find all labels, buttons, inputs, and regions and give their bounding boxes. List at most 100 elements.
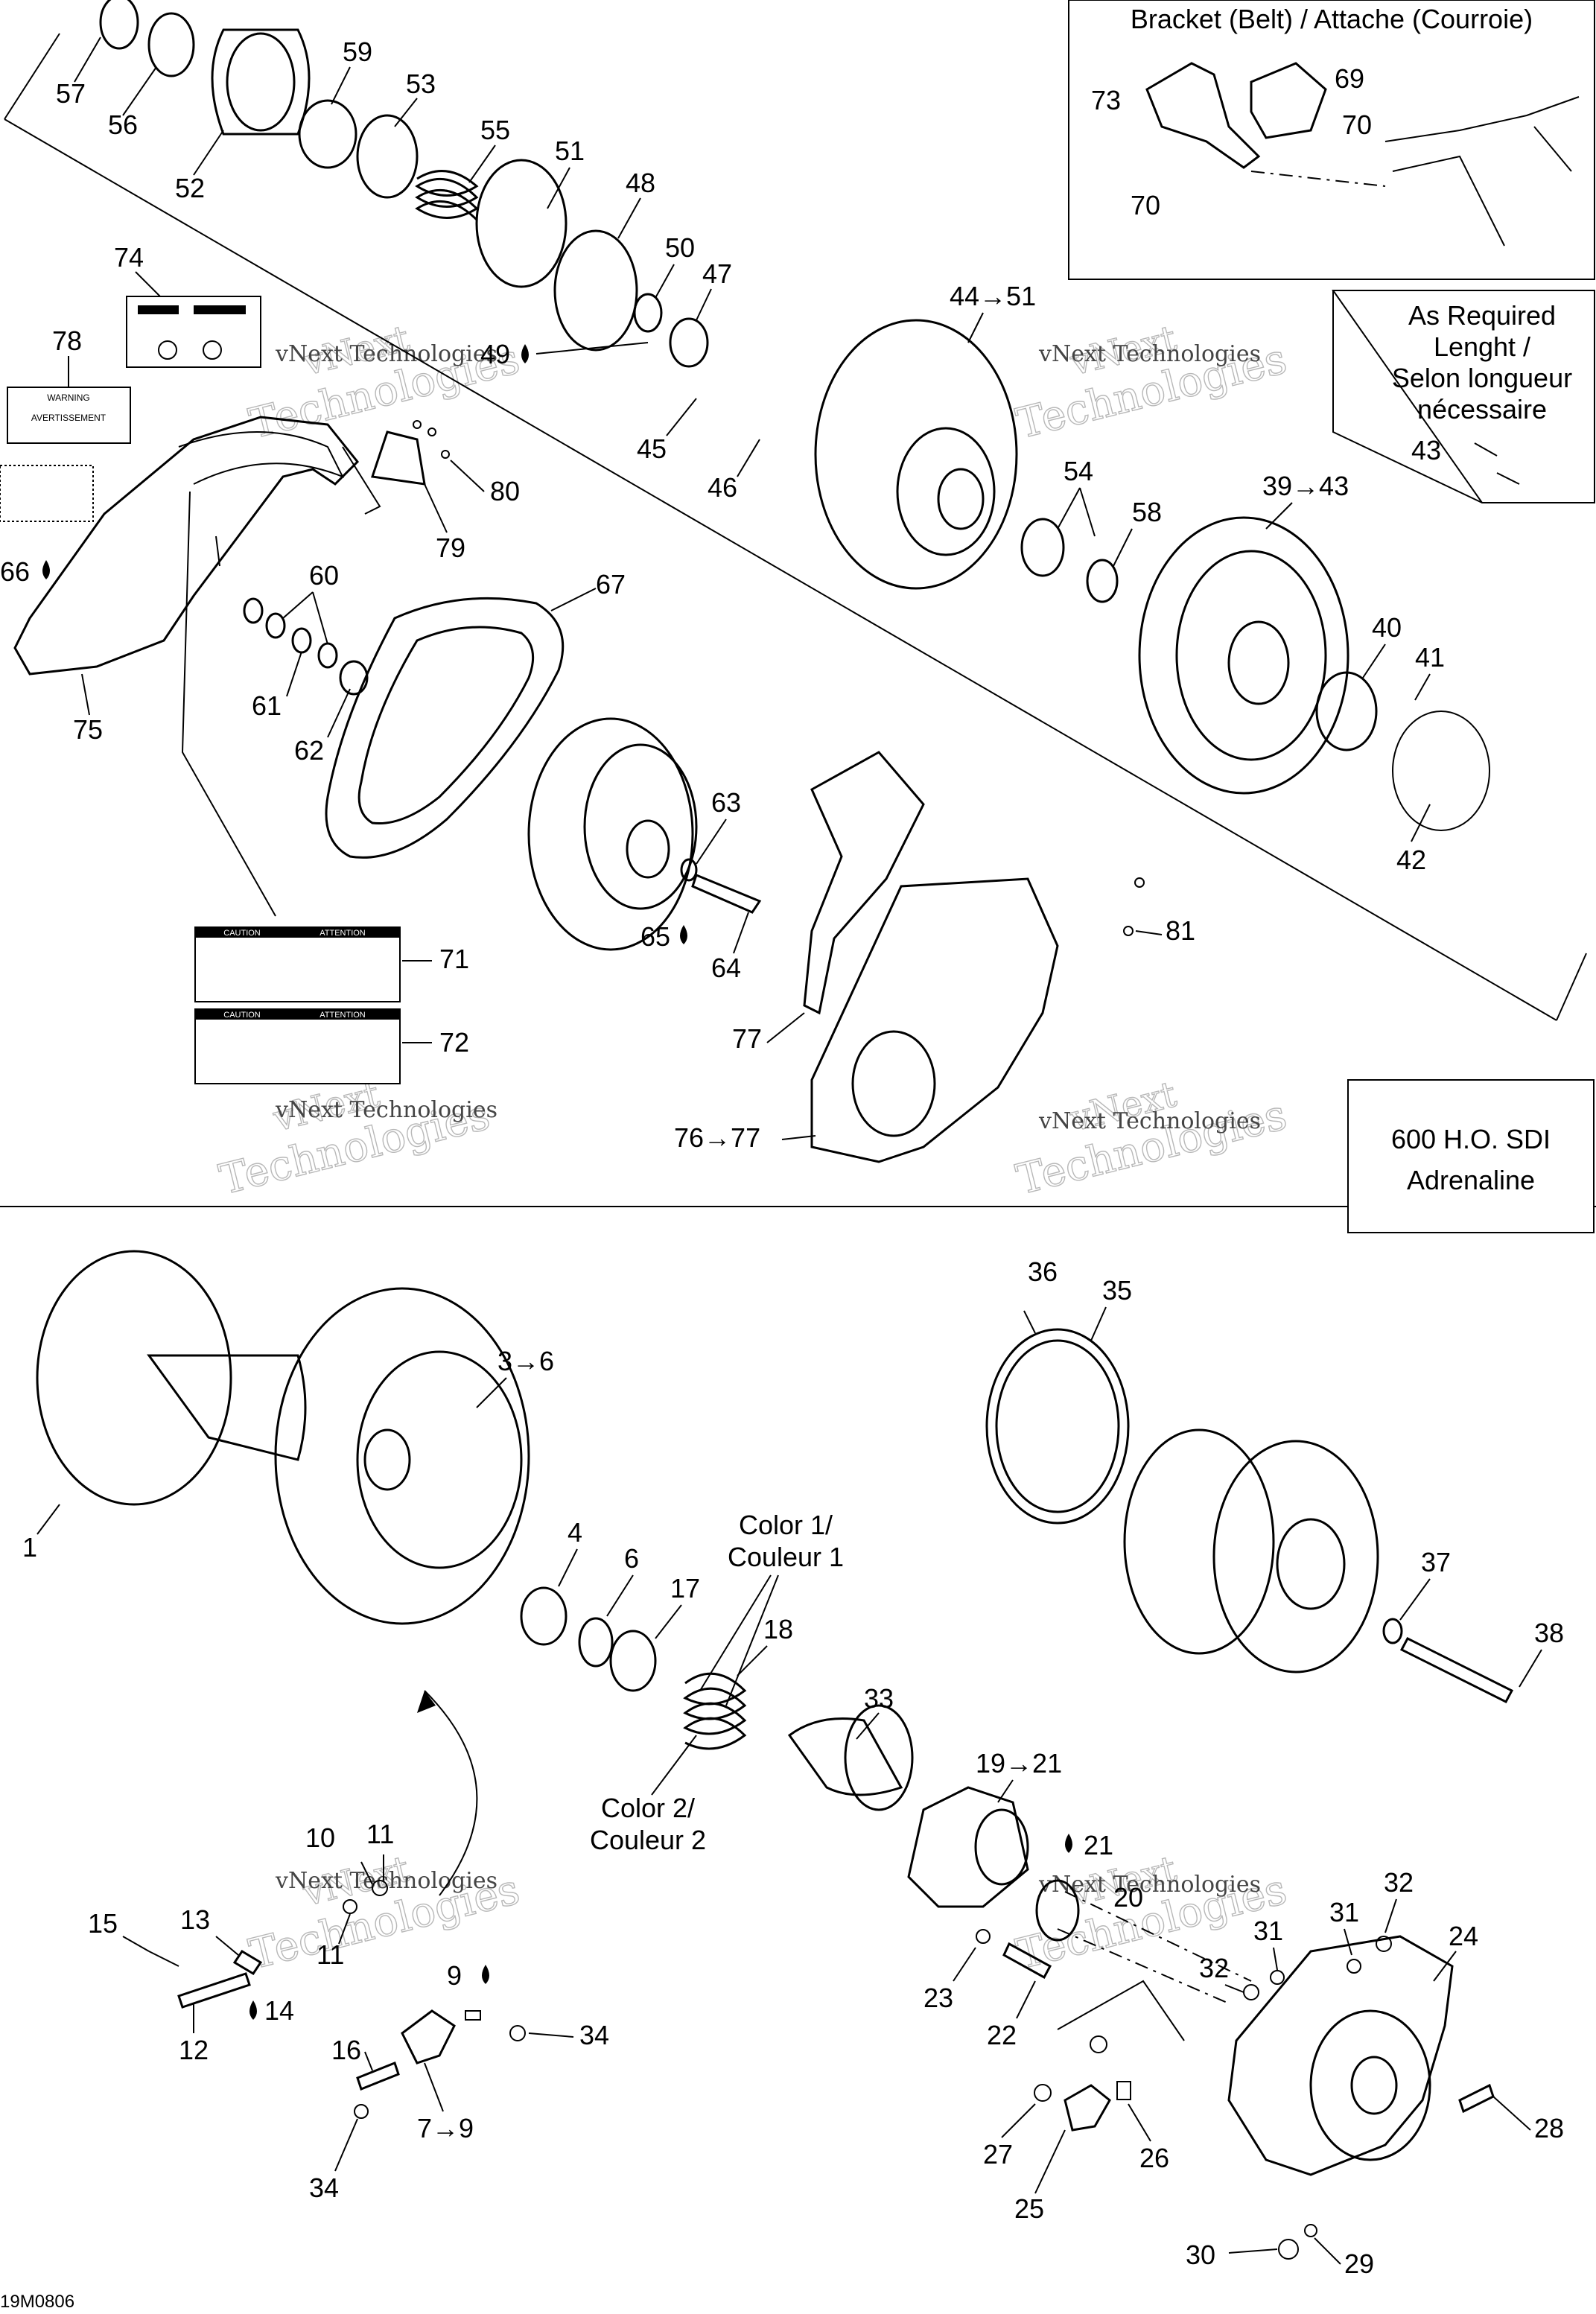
label-32-top: 32 bbox=[1384, 1867, 1414, 1898]
label-38: 38 bbox=[1534, 1618, 1564, 1648]
label-9: 9 bbox=[447, 1960, 462, 1991]
label-78: 78 bbox=[52, 325, 82, 356]
as-required-line2: Lenght / bbox=[1434, 331, 1530, 362]
part-1-sheave bbox=[36, 1250, 232, 1506]
part-26 bbox=[1116, 2081, 1131, 2100]
part-31 bbox=[1270, 1970, 1285, 1985]
as-required-line3: Selon longueur bbox=[1392, 363, 1572, 393]
part-30-nut bbox=[1278, 2239, 1299, 2260]
label-43: 43 bbox=[1411, 435, 1441, 465]
label-65: 65 bbox=[640, 921, 670, 952]
label-3-6: 3→6 bbox=[497, 1346, 554, 1376]
label-34-right: 34 bbox=[579, 2020, 609, 2050]
label-45: 45 bbox=[637, 433, 667, 464]
part-35-ring-gear bbox=[985, 1328, 1130, 1525]
part-58 bbox=[1086, 559, 1119, 603]
label-81: 81 bbox=[1166, 915, 1195, 946]
belt-guard-75: 66 75 bbox=[0, 416, 381, 917]
part-16-pin bbox=[356, 2062, 400, 2091]
part-27 bbox=[1034, 2084, 1052, 2102]
label-31-top: 31 bbox=[1329, 1897, 1359, 1927]
label-57: 57 bbox=[56, 78, 86, 109]
washers-60-62: 60 61 62 bbox=[243, 560, 369, 766]
label-50: 50 bbox=[665, 232, 695, 263]
color1-line2: Couleur 1 bbox=[728, 1542, 844, 1572]
label-46: 46 bbox=[708, 472, 737, 503]
part-32-top bbox=[1376, 1936, 1392, 1952]
label-17: 17 bbox=[670, 1573, 700, 1603]
label-76-77: 76→77 bbox=[674, 1122, 760, 1153]
label-37: 37 bbox=[1421, 1547, 1451, 1577]
label-29: 29 bbox=[1344, 2248, 1374, 2279]
part-57-washer bbox=[99, 0, 139, 50]
label-52: 52 bbox=[175, 173, 205, 203]
label-70-top: 70 bbox=[1342, 109, 1372, 140]
part-34-nut-bottom bbox=[354, 2104, 369, 2119]
label-64: 64 bbox=[711, 953, 741, 983]
watermark-top-left: vNext Technologies bbox=[244, 317, 525, 449]
label-22: 22 bbox=[987, 2020, 1017, 2050]
drive-pulley-lower: 1 3→6 4 6 17 18 Color 1/ Couleur 1 Color… bbox=[22, 1250, 1564, 2279]
part-33 bbox=[787, 1717, 903, 1796]
label-55: 55 bbox=[480, 115, 510, 145]
label-53: 53 bbox=[406, 69, 436, 99]
watermark-caption: vNext Technologies bbox=[275, 341, 497, 367]
label-72: 72 bbox=[439, 1027, 469, 1058]
model-box: 600 H.O. SDI Adrenaline bbox=[1347, 1079, 1595, 1233]
part-81 bbox=[1123, 926, 1134, 936]
part-20 bbox=[1035, 1879, 1080, 1942]
label-10: 10 bbox=[305, 1822, 335, 1853]
watermark-caption: vNext Technologies bbox=[1038, 341, 1261, 367]
color1-line1: Color 1/ bbox=[739, 1510, 833, 1540]
svg-text:AVERTISSEMENT: AVERTISSEMENT bbox=[31, 413, 106, 423]
label-71: 71 bbox=[439, 944, 469, 974]
bracket-69-shape bbox=[1250, 62, 1327, 139]
part-7-lever bbox=[401, 2009, 456, 2065]
part-11 bbox=[372, 1880, 388, 1896]
bracket-title: Bracket (Belt) / Attache (Courroie) bbox=[1131, 4, 1533, 34]
label-79: 79 bbox=[436, 533, 465, 563]
label-48: 48 bbox=[626, 168, 655, 198]
label-59: 59 bbox=[343, 36, 372, 67]
color2-line1: Color 2/ bbox=[601, 1793, 695, 1823]
watermark-low-right: vNext Technologies bbox=[1011, 1848, 1292, 1980]
label-28: 28 bbox=[1534, 2113, 1564, 2143]
part-34-nut bbox=[509, 2025, 526, 2041]
label-41: 41 bbox=[1415, 642, 1445, 673]
label-36: 36 bbox=[1028, 1256, 1058, 1287]
watermark-top-right: vNext Technologies bbox=[1011, 317, 1292, 449]
part-12-pin bbox=[177, 1972, 251, 2009]
belt-67: 67 bbox=[325, 569, 626, 859]
label-77: 77 bbox=[732, 1023, 762, 1054]
part-38-bolt bbox=[1399, 1637, 1514, 1703]
label-31: 31 bbox=[1253, 1916, 1283, 1946]
model-line2: Adrenaline bbox=[1407, 1165, 1535, 1195]
part-23 bbox=[976, 1929, 991, 1944]
part-32 bbox=[1243, 1984, 1259, 2000]
part-50-ring bbox=[633, 293, 663, 333]
svg-text:WARNING: WARNING bbox=[47, 392, 90, 403]
part-36-bolt bbox=[1023, 1310, 1036, 1334]
part-63 bbox=[680, 858, 698, 882]
decals-71-72: CAUTION ATTENTION CAUTION ATTENTION 71 7… bbox=[194, 926, 469, 1084]
part-29-washer bbox=[1304, 2224, 1317, 2237]
part-53-bushing bbox=[356, 114, 419, 199]
diagram-code: 19M0806 bbox=[0, 2292, 74, 2312]
label-21: 21 bbox=[1084, 1830, 1113, 1860]
label-75: 75 bbox=[73, 714, 103, 745]
upper-diagonal-frame-right bbox=[1556, 953, 1587, 1021]
cam-39-43: 39→43 40 41 42 bbox=[1138, 471, 1490, 875]
upper-diagonal-frame bbox=[4, 118, 1557, 1021]
svg-text:CAUTION: CAUTION bbox=[223, 929, 261, 938]
label-35: 35 bbox=[1102, 1275, 1132, 1306]
part-17 bbox=[609, 1630, 657, 1692]
part-13 bbox=[232, 1949, 263, 1976]
part-59-ring bbox=[298, 99, 357, 169]
label-6: 6 bbox=[624, 1543, 639, 1574]
label-54: 54 bbox=[1064, 456, 1093, 486]
label-23: 23 bbox=[923, 1983, 953, 2013]
label-4: 4 bbox=[567, 1517, 582, 1548]
label-44-51: 44→51 bbox=[950, 281, 1036, 311]
label-69: 69 bbox=[1335, 63, 1364, 94]
color2-line2: Couleur 2 bbox=[590, 1825, 706, 1855]
